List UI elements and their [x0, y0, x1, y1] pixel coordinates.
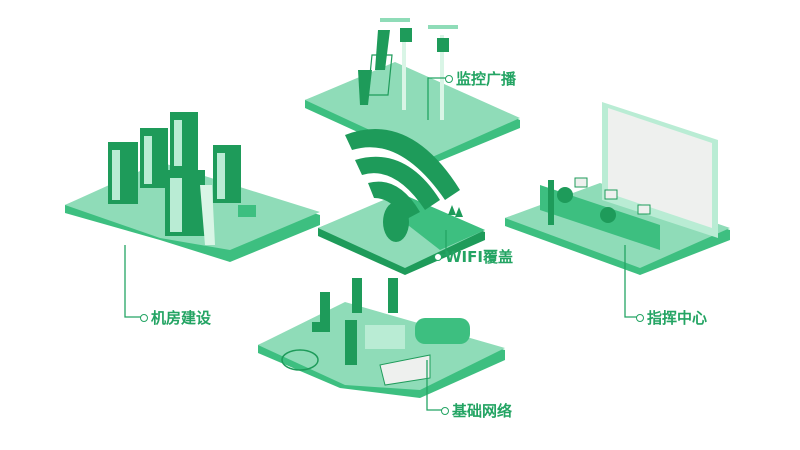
wifi-icon — [345, 129, 460, 242]
label-server-room: 机房建设 — [140, 307, 211, 328]
label-command-center: 指挥中心 — [636, 307, 707, 328]
circle-marker-icon — [441, 406, 449, 415]
circle-marker-icon — [636, 313, 644, 322]
circle-marker-icon — [434, 252, 442, 261]
circle-marker-icon — [445, 74, 453, 83]
label-wifi: WIFI覆盖 — [434, 246, 513, 267]
command-center-platform — [505, 102, 730, 275]
leader-lines — [124, 77, 637, 411]
label-network: 基础网络 — [441, 400, 512, 421]
network-platform — [258, 278, 505, 398]
label-monitoring: 监控广播 — [445, 68, 516, 89]
server-room-platform — [65, 112, 320, 262]
circle-marker-icon — [140, 313, 148, 322]
